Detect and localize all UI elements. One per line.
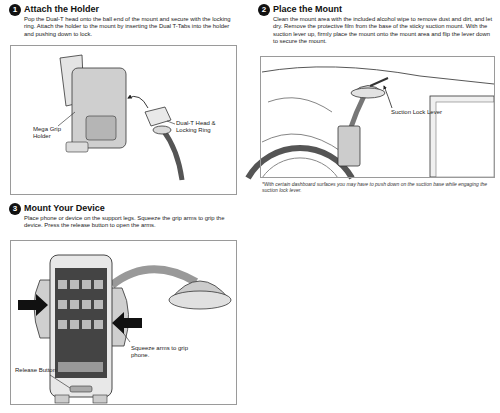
suction-base: [169, 291, 231, 309]
gooseneck-arm: [112, 269, 196, 285]
app-icon: [82, 300, 91, 309]
dual-t-head: [145, 107, 171, 126]
steering-wheel: [248, 148, 352, 178]
callout-label: Suction Lock Lever: [391, 109, 471, 116]
instruction-text: Pop the Dual-T head onto the ball end of…: [24, 16, 238, 38]
squeeze-arrow: [18, 294, 48, 316]
mount-stem: [163, 130, 182, 180]
callout-label: Squeeze arms to grip phone.: [131, 345, 191, 359]
instruction-text: Place phone or device on the support leg…: [24, 215, 238, 230]
app-icon: [70, 280, 79, 289]
support-leg: [55, 395, 69, 403]
phone-body: [50, 255, 112, 397]
app-icon: [70, 320, 79, 329]
app-icon: [70, 300, 79, 309]
step-number-circle: 1: [9, 4, 21, 16]
step-number: 3: [13, 205, 17, 213]
app-icon: [58, 320, 67, 329]
step-number: 2: [262, 6, 266, 14]
leader-line: [50, 375, 70, 388]
squeeze-arrow: [112, 312, 142, 334]
insert-arrow: [128, 96, 148, 108]
step-number: 1: [13, 6, 17, 14]
illustration-frame: Squeeze arms to grip phone. Release Butto…: [10, 240, 237, 405]
app-icon: [82, 280, 91, 289]
instruction-text: Clean the mount area with the included a…: [273, 16, 495, 46]
illustration-frame: Suction Lock Lever: [260, 56, 495, 178]
app-icon: [82, 320, 91, 329]
suction-base: [351, 88, 385, 98]
app-icon: [94, 280, 103, 289]
steering-wheel-inner: [262, 158, 338, 178]
mount-plate: [338, 126, 360, 166]
dashboard-curve: [268, 98, 332, 112]
dash-screen-inner: [436, 102, 494, 177]
leader-line: [167, 121, 175, 124]
step-title: Place the Mount: [273, 5, 483, 15]
suction-lever: [370, 78, 388, 86]
app-dock: [58, 362, 103, 372]
callout-label: Dual-T Head & Locking Ring: [176, 120, 234, 134]
locking-ring: [153, 126, 171, 134]
leader-arrow: [384, 86, 392, 108]
callout-label: Mega Grip Holder: [33, 126, 75, 140]
callout-label: Release Button: [15, 367, 65, 374]
illustration-frame: Mega Grip Holder Dual-T Head & Locking Ri…: [10, 45, 237, 195]
dashboard-illustration: [248, 67, 494, 178]
app-icon: [94, 300, 103, 309]
support-leg: [93, 395, 107, 403]
leader-line: [121, 330, 130, 342]
leader-line: [58, 112, 75, 126]
holder-plate: [86, 116, 116, 140]
app-icon: [94, 320, 103, 329]
phone-illustration: [18, 255, 231, 403]
holder-foot: [66, 142, 88, 152]
phone-screen: [55, 268, 107, 378]
mount-arm: [350, 96, 364, 130]
holder-body: [72, 68, 126, 148]
note-text: *With certain dashboard surfaces you may…: [262, 181, 496, 193]
release-button: [70, 386, 92, 392]
step-number-circle: 3: [9, 203, 21, 215]
step-number-circle: 2: [258, 4, 270, 16]
step-title: Mount Your Device: [24, 204, 234, 214]
app-icon: [58, 300, 67, 309]
holder-illustration: [58, 55, 182, 180]
step-title: Attach the Holder: [24, 5, 234, 15]
app-icon: [58, 280, 67, 289]
dash-screen: [430, 96, 494, 177]
